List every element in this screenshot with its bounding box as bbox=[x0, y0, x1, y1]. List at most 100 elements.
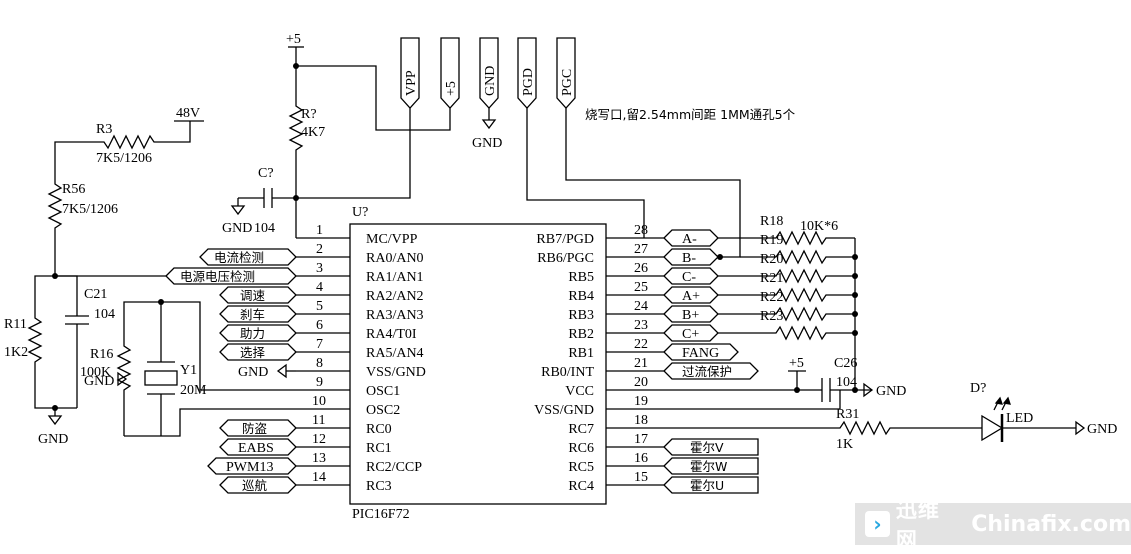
port-current-sense: 电流检测 bbox=[214, 250, 264, 265]
port-antitheft: 防盗 bbox=[242, 421, 267, 436]
pin-name: RB4 bbox=[568, 289, 594, 304]
header-5v-wire bbox=[296, 65, 451, 131]
osc2-wire bbox=[124, 408, 296, 437]
r3-ref: R3 bbox=[96, 122, 112, 137]
v48-wire bbox=[164, 121, 191, 143]
junction-crystal-top bbox=[158, 299, 164, 305]
rnet-ref-r20: R20 bbox=[760, 252, 783, 267]
header-pin-gnd bbox=[479, 37, 499, 109]
gnd-arrow-pin8 bbox=[276, 363, 287, 379]
watermark-cn: 迅维网 bbox=[895, 498, 940, 552]
pin-name: RB0/INT bbox=[541, 365, 594, 380]
led-light-arrow bbox=[1002, 396, 1011, 405]
c21-ref: C21 bbox=[84, 287, 107, 302]
rnet-resistors bbox=[718, 230, 855, 341]
right-pin-stubs bbox=[606, 237, 664, 486]
pin-num: 15 bbox=[634, 470, 648, 485]
vss-wire bbox=[664, 390, 841, 410]
port-eabs: EABS bbox=[238, 441, 274, 456]
rnet-ref-r18: R18 bbox=[760, 214, 783, 229]
pin-name: RC6 bbox=[568, 441, 594, 456]
pin-num: 5 bbox=[316, 299, 323, 314]
pin-num: 3 bbox=[316, 261, 323, 276]
header-pin-vpp bbox=[400, 37, 420, 109]
watermark-logo-icon: › bbox=[865, 511, 890, 537]
junction-pgc bbox=[717, 254, 723, 260]
resistor-r23 bbox=[718, 325, 855, 341]
header-label-pgd: PGD bbox=[521, 68, 536, 96]
resistor-r19 bbox=[740, 249, 855, 265]
resistor-r3 bbox=[92, 134, 164, 150]
pin-num: 26 bbox=[634, 261, 648, 276]
pin-name: RB2 bbox=[568, 327, 594, 342]
resistor-r16 bbox=[116, 334, 132, 436]
pin-name: RA0/AN0 bbox=[366, 251, 424, 266]
ic-part: PIC16F72 bbox=[352, 507, 410, 522]
pin-num: 20 bbox=[634, 375, 648, 390]
port-b-plus: B+ bbox=[682, 308, 699, 323]
gnd-arrow-header bbox=[481, 119, 497, 130]
gnd-label-header: GND bbox=[472, 136, 502, 151]
port-flag bbox=[219, 343, 297, 361]
pin-num: 21 bbox=[634, 356, 648, 371]
pin-name: RB1 bbox=[568, 346, 594, 361]
rnet-ref-r19: R19 bbox=[760, 233, 783, 248]
junction-plus5-top bbox=[293, 63, 299, 69]
pin-name: OSC2 bbox=[366, 403, 400, 418]
r16-ref: R16 bbox=[90, 347, 113, 362]
header-label-pgc: PGC bbox=[560, 69, 575, 96]
pin-name: RC0 bbox=[366, 422, 392, 437]
port-flag bbox=[219, 419, 297, 437]
pin-num: 9 bbox=[316, 375, 323, 390]
pin-num: 24 bbox=[634, 299, 648, 314]
vpp-wire bbox=[295, 108, 411, 238]
junction-rnet bbox=[852, 330, 858, 336]
c21-top-wire bbox=[55, 275, 78, 316]
ic-body bbox=[349, 223, 607, 505]
port-flag bbox=[663, 476, 759, 494]
pin-num: 12 bbox=[312, 432, 326, 447]
pin-num: 28 bbox=[634, 223, 648, 238]
r56-ref: R56 bbox=[62, 182, 85, 197]
right-pin-numbers: 28 27 26 25 24 23 22 21 20 19 18 17 16 1… bbox=[634, 223, 648, 485]
pin-num: 19 bbox=[634, 394, 648, 409]
pin-name: RC1 bbox=[366, 441, 392, 456]
rnet-ref-r23: R23 bbox=[760, 309, 783, 324]
left-pin-stubs bbox=[296, 237, 350, 486]
port-flag bbox=[165, 267, 297, 285]
r11-top-wire bbox=[34, 275, 55, 310]
osc1-wire bbox=[123, 301, 296, 391]
program-header: VPP +5 GND PGD PGC 烧写口,留2.54mm间距 1MM通孔5个 bbox=[400, 37, 796, 122]
rpull-value: 4K7 bbox=[301, 125, 325, 140]
port-overcurrent: 过流保护 bbox=[682, 364, 732, 379]
pin-name: RB6/PGC bbox=[537, 251, 594, 266]
pin-num: 4 bbox=[316, 280, 323, 295]
plus5-label-vcc: +5 bbox=[789, 356, 804, 371]
pin-name: RC3 bbox=[366, 479, 392, 494]
right-port-flags: A- B- C- A+ B+ C+ FANG 过流保护 霍尔V 霍尔W 霍尔U bbox=[663, 229, 759, 494]
port-hall-v: 霍尔V bbox=[690, 440, 724, 455]
gnd-label-led: GND bbox=[1087, 422, 1117, 437]
pin-num: 1 bbox=[316, 223, 323, 238]
led-light-arrow bbox=[994, 396, 1003, 405]
resistor-r31 bbox=[664, 420, 982, 436]
pin-name: RC4 bbox=[568, 479, 594, 494]
port-voltage-sense: 电源电压检测 bbox=[180, 269, 255, 284]
pin-name: RC7 bbox=[568, 422, 594, 437]
r3-r56-wire bbox=[54, 141, 92, 172]
pin-num: 10 bbox=[312, 394, 326, 409]
port-flag bbox=[219, 305, 297, 323]
pin-name: VSS/GND bbox=[534, 403, 594, 418]
pin-num: 23 bbox=[634, 318, 648, 333]
port-a-plus: A+ bbox=[682, 289, 700, 304]
pin-num: 14 bbox=[312, 470, 326, 485]
gnd-arrow-c26 bbox=[863, 382, 874, 398]
port-pwm13: PWM13 bbox=[226, 460, 273, 475]
pin-num: 22 bbox=[634, 337, 648, 352]
pin-num: 17 bbox=[634, 432, 648, 447]
port-flag bbox=[219, 438, 297, 456]
port-a-minus: A- bbox=[682, 232, 697, 247]
led-triangle bbox=[981, 414, 1004, 442]
gnd-label-pin8: GND bbox=[238, 365, 268, 380]
